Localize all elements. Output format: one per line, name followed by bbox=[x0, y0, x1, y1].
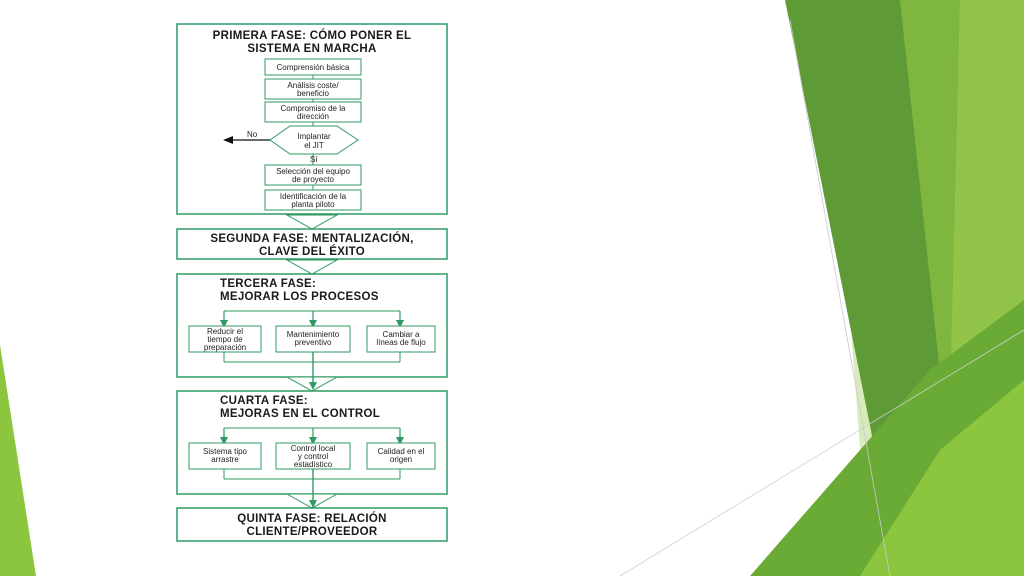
phase4-box-control-line3: estadístico bbox=[294, 460, 333, 469]
phase4-box-calidad-line2: origen bbox=[390, 455, 412, 464]
phase3-box-cambiar-line2: líneas de flujo bbox=[376, 338, 426, 347]
step-analisis-line1: Análisis coste/ bbox=[287, 81, 339, 90]
phase2-title-line2: CLAVE DEL ÉXITO bbox=[259, 245, 365, 258]
phase5-title-line2: CLIENTE/PROVEEDOR bbox=[247, 526, 378, 538]
phase3-title-line1: TERCERA FASE: bbox=[220, 278, 316, 290]
step-compromiso-line2: dirección bbox=[297, 112, 329, 121]
phase4-box-sistema-line2: arrastre bbox=[211, 455, 239, 464]
decision-line1: Implantar bbox=[297, 132, 331, 141]
step-box-identificacion bbox=[264, 189, 362, 211]
phase3-title-line2: MEJORAR LOS PROCESOS bbox=[220, 291, 379, 303]
phase1-title-line2: SISTEMA EN MARCHA bbox=[247, 43, 376, 55]
phase4-box-control-line2: y control bbox=[298, 452, 328, 461]
phase4-box-control-line1: Control local bbox=[291, 444, 336, 453]
hollow-arrow-3-4 bbox=[285, 376, 339, 392]
step-seleccion-line2: de proyecto bbox=[292, 175, 334, 184]
step-analisis-line2: beneficio bbox=[297, 89, 330, 98]
phase3-box-reducir bbox=[188, 325, 262, 353]
phase2-title-line1: SEGUNDA FASE: MENTALIZACIÓN, bbox=[210, 232, 413, 245]
phase4-box-sistema bbox=[188, 442, 262, 470]
phase3-box-cambiar bbox=[366, 325, 436, 353]
phase4-box-control bbox=[275, 442, 351, 470]
decision-implantar-jit bbox=[269, 125, 359, 155]
phase3-box-cambiar-line1: Cambiar a bbox=[383, 330, 420, 339]
phase3-box-mantenimiento-line1: Mantenimiento bbox=[287, 330, 340, 339]
step-identificacion-line2: planta piloto bbox=[291, 200, 335, 209]
phase3-box-mantenimiento bbox=[275, 325, 351, 353]
step-compromiso-line1: Compromiso de la bbox=[281, 104, 346, 113]
phase4-box-sistema-line1: Sistema tipo bbox=[203, 447, 248, 456]
phase5-title-line1: QUINTA FASE: RELACIÓN bbox=[237, 512, 386, 525]
phase4-box-calidad-line1: Calidad en el bbox=[378, 447, 425, 456]
phase4-title-line1: CUARTA FASE: bbox=[220, 395, 308, 407]
phase3-box-reducir-line2: tiempo de bbox=[207, 335, 243, 344]
hollow-arrow-4-5 bbox=[285, 493, 339, 509]
thin-line-1 bbox=[789, 19, 891, 576]
left-green-sliver bbox=[0, 345, 36, 576]
phase3-box-reducir-line3: preparación bbox=[204, 343, 246, 352]
hollow-arrow-1-2 bbox=[285, 214, 339, 230]
step-comprension-text: Comprensión básica bbox=[277, 63, 350, 72]
no-label: No bbox=[247, 130, 258, 139]
thin-line-2 bbox=[619, 329, 1024, 576]
phase4-box-calidad bbox=[366, 442, 436, 470]
step-seleccion-line1: Selección del equipo bbox=[276, 167, 350, 176]
phase3-box-mantenimiento-line2: preventivo bbox=[295, 338, 332, 347]
phase5-frame bbox=[176, 507, 448, 542]
decision-line2: el JIT bbox=[304, 141, 324, 150]
phase2-frame bbox=[176, 228, 448, 260]
hollow-arrow-2-3 bbox=[285, 259, 339, 275]
yes-label: Sí bbox=[310, 155, 318, 164]
phase3-box-reducir-line1: Reducir el bbox=[207, 327, 243, 336]
step-identificacion-line1: Identificación de la bbox=[280, 192, 347, 201]
phase4-title-line2: MEJORAS EN EL CONTROL bbox=[220, 408, 380, 420]
phase1-title-line1: PRIMERA FASE: CÓMO PONER EL bbox=[213, 29, 412, 42]
right-bottom-light bbox=[860, 380, 1024, 576]
